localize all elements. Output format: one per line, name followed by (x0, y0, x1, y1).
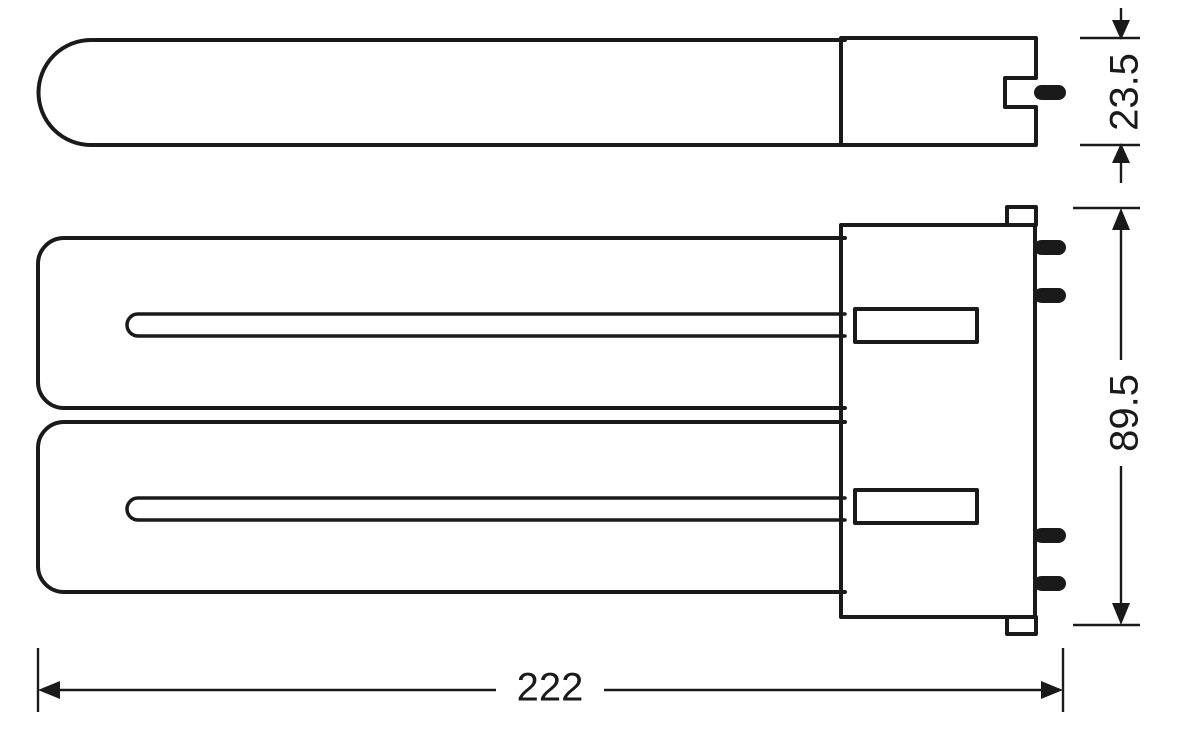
dimension-overall-length: 222 (36, 648, 1065, 712)
dim-arrow-cap-bottom (1112, 143, 1130, 163)
tube-upper-u-outline (36, 236, 847, 410)
tube-lower-u-outline (36, 420, 847, 594)
dim-label-overall-height: 89.5 (1103, 374, 1147, 452)
dimension-cap-height: 23.5 (1080, 8, 1147, 183)
contact-pin-top-view (1034, 85, 1066, 100)
base-front-view-outline (839, 223, 1037, 619)
base-tab-bottom (1005, 615, 1038, 636)
dimension-overall-height: 89.5 (1073, 206, 1147, 627)
base-tab-top (1005, 205, 1038, 227)
contact-pin-1 (1034, 240, 1066, 255)
dim-label-overall-length: 222 (517, 666, 584, 710)
contact-pin-4 (1034, 576, 1066, 591)
contact-pin-3 (1034, 528, 1066, 543)
front-view-group (36, 205, 1066, 636)
tube-upper-inner-slot (125, 312, 847, 338)
dim-arrow-height-top (1112, 208, 1130, 230)
tube-top-outline (36, 38, 847, 147)
top-view-group (36, 36, 1066, 147)
base-top-view-outline (839, 36, 1038, 147)
dim-arrow-length-left (38, 681, 60, 699)
dim-arrow-length-right (1041, 681, 1063, 699)
dim-label-cap-height: 23.5 (1103, 53, 1147, 131)
tube-lower-inner-slot (125, 496, 847, 522)
contact-pin-2 (1034, 288, 1066, 303)
base-slot-upper (853, 307, 979, 344)
base-slot-lower (853, 488, 979, 525)
dim-arrow-cap-top (1112, 20, 1130, 40)
dim-arrow-height-bottom (1112, 603, 1130, 625)
